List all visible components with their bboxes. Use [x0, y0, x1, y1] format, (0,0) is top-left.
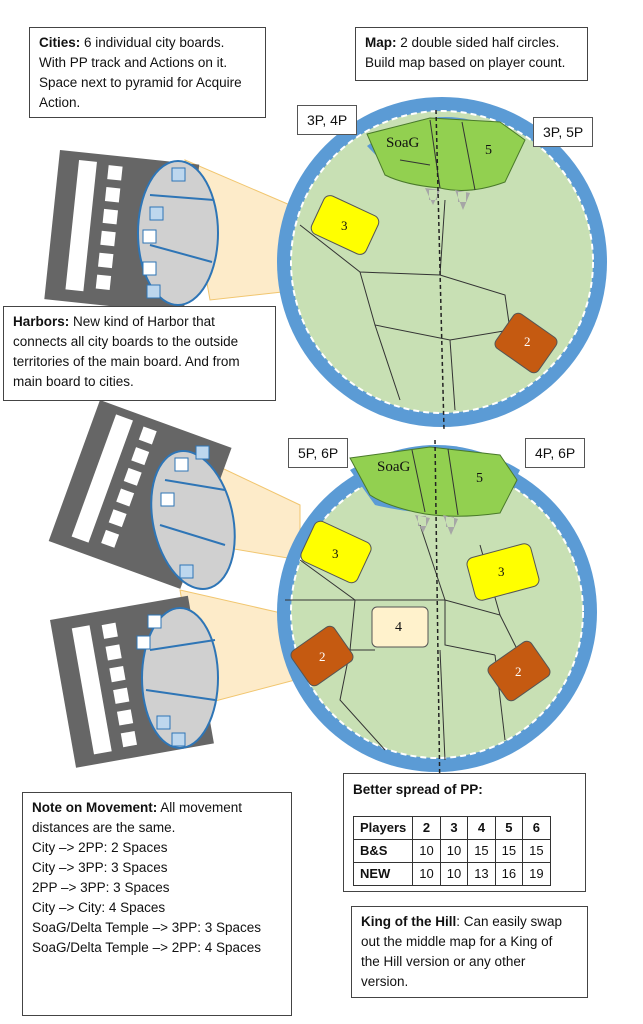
table-cell: 16 — [494, 862, 524, 886]
king-note-line: version. — [361, 974, 409, 989]
soag-label: SoaG — [377, 459, 411, 475]
tile-yellow — [300, 520, 372, 584]
pp2-label: 2 — [515, 664, 522, 679]
harbor-disc — [141, 607, 219, 749]
table-cell: 15 — [494, 839, 524, 863]
pp3-label: 3 — [498, 564, 505, 579]
cities-note-line: Space next to pyramid for Acquire — [39, 75, 242, 90]
table-cell: NEW — [352, 862, 414, 886]
harbors-note-line: connects all city boards to the outside — [13, 334, 239, 349]
soag-region — [366, 117, 526, 191]
pp2-label: 2 — [319, 649, 326, 664]
movement-note-line: distances are the same. — [32, 820, 176, 835]
pp3-label: 3 — [341, 218, 348, 233]
pp4-label: 4 — [395, 620, 402, 635]
king-of-the-hill-note: King of the Hill: Can easily swap out th… — [351, 906, 588, 998]
player-tag-top-right: 3P, 5P — [533, 117, 594, 147]
table-header-row: Players 2 3 4 5 6 — [352, 816, 551, 840]
table-cell: 10 — [439, 862, 469, 886]
map-note: Map: 2 double sided half circles. Build … — [355, 27, 588, 81]
pp-spread-note: Better spread of PP: Players 2 3 4 5 6 B… — [343, 773, 586, 892]
movement-rule: SoaG/Delta Temple –> 3PP: 3 Spaces — [32, 920, 262, 935]
player-tag-bottom-left: 5P, 6P — [288, 438, 349, 468]
king-note-line: the Hill version or any other — [361, 954, 526, 969]
table-header-cell: 5 — [494, 816, 524, 840]
cities-note: Cities: 6 individual city boards. With P… — [29, 27, 266, 118]
table-header-cell: Players — [352, 816, 414, 840]
table-cell: 15 — [467, 839, 496, 863]
cities-note-body: 6 individual city boards. — [80, 35, 225, 50]
table-row: B&S 10 10 15 15 15 — [352, 839, 551, 863]
harbors-note-line: territories of the main board. And from — [13, 354, 240, 369]
table-row: NEW 10 10 13 16 19 — [352, 862, 551, 886]
table-cell: 19 — [522, 862, 551, 886]
harbors-note-line: main board to cities. — [13, 374, 134, 389]
movement-note-body: All movement — [157, 800, 243, 815]
king-note-title: King of the Hill — [361, 914, 457, 929]
table-cell: B&S — [352, 839, 414, 863]
pp-spread-title: Better spread of PP: — [353, 782, 483, 797]
player-tag-bottom-right: 4P, 6P — [525, 438, 586, 468]
map-note-title: Map: — [365, 35, 397, 50]
pp-spread-table: Players 2 3 4 5 6 B&S 10 10 15 15 15 NEW… — [352, 816, 551, 886]
harbors-note-body: New kind of Harbor that — [69, 314, 215, 329]
tile-yellow — [466, 543, 540, 601]
cities-note-line: Action. — [39, 95, 81, 110]
map-note-body: 2 double sided half circles. — [396, 35, 560, 50]
harbor-disc — [150, 450, 236, 590]
cities-note-line: With PP track and Actions on it. — [39, 55, 228, 70]
pp5-label: 5 — [485, 143, 492, 158]
harbor-disc — [137, 160, 219, 306]
table-header-cell: 6 — [522, 816, 551, 840]
pp3-label: 3 — [332, 546, 339, 561]
tile-orange — [494, 312, 558, 374]
table-header-cell: 3 — [439, 816, 469, 840]
table-cell: 10 — [439, 839, 469, 863]
tile-orange — [290, 625, 354, 687]
table-cell: 13 — [467, 862, 496, 886]
harbors-note-title: Harbors: — [13, 314, 70, 329]
movement-rule: City –> 2PP: 2 Spaces — [32, 840, 168, 855]
table-header-cell: 2 — [412, 816, 441, 840]
pp2-label: 2 — [524, 334, 531, 349]
tile-yellow — [310, 195, 380, 255]
harbors-note: Harbors: New kind of Harbor that connect… — [3, 306, 276, 401]
tile-orange — [487, 640, 551, 702]
cities-note-title: Cities: — [39, 35, 81, 50]
movement-rule: 2PP –> 3PP: 3 Spaces — [32, 880, 170, 895]
pp5-label: 5 — [476, 471, 483, 486]
movement-note: Note on Movement: All movement distances… — [22, 792, 292, 1016]
king-note-body: : Can easily swap — [456, 914, 563, 929]
movement-rule: City –> City: 4 Spaces — [32, 900, 166, 915]
table-cell: 10 — [412, 862, 441, 886]
movement-rule: SoaG/Delta Temple –> 2PP: 4 Spaces — [32, 940, 262, 955]
soag-label: SoaG — [386, 135, 420, 151]
king-note-line: out the middle map for a King of — [361, 934, 553, 949]
movement-note-title: Note on Movement: — [32, 800, 158, 815]
player-tag-top-left: 3P, 4P — [297, 105, 358, 135]
soag-region — [349, 446, 518, 517]
tile-cream — [371, 606, 429, 648]
table-cell: 15 — [522, 839, 551, 863]
movement-rule: City –> 3PP: 3 Spaces — [32, 860, 168, 875]
table-cell: 10 — [412, 839, 441, 863]
table-header-cell: 4 — [467, 816, 496, 840]
map-note-line: Build map based on player count. — [365, 55, 566, 70]
